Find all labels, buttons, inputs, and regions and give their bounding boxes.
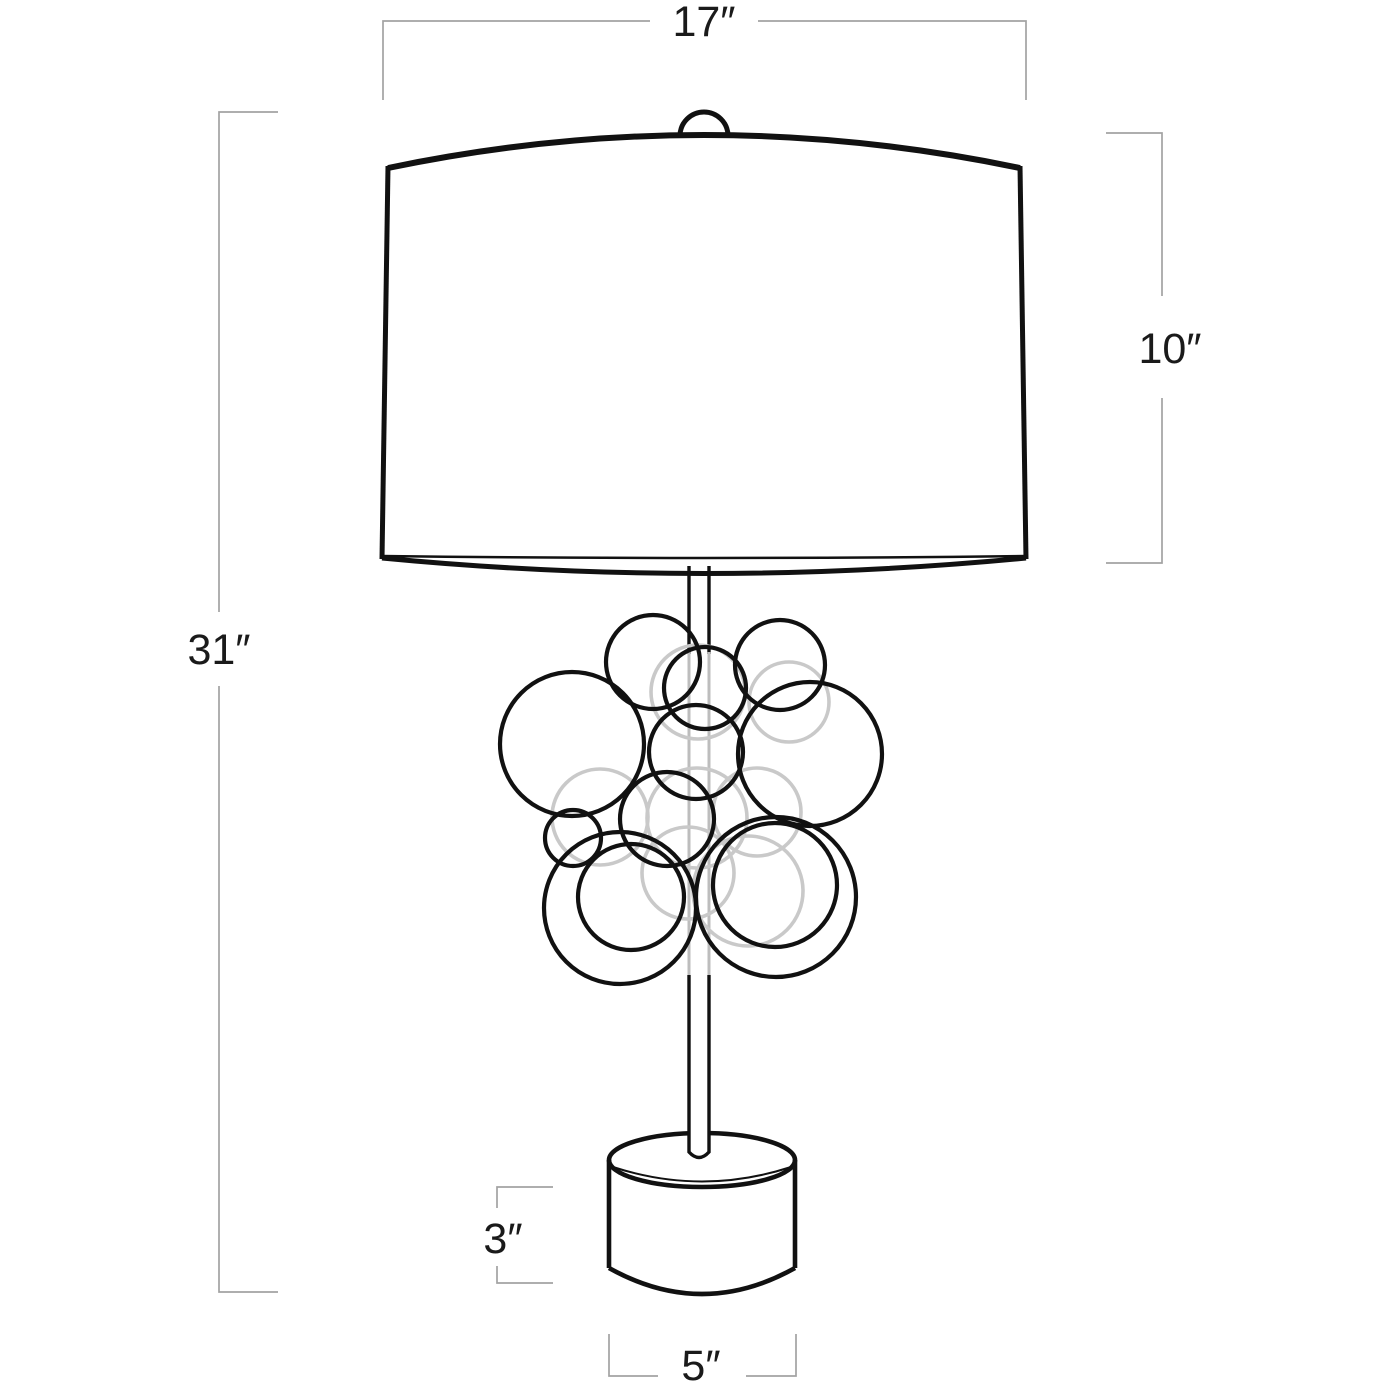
glass-bubble-black [617, 769, 717, 869]
base-width-label: 5″ [681, 1342, 720, 1390]
shade-width-label-bg [650, 0, 758, 46]
shade-left-edge [379, 165, 391, 560]
overall-height-label: 31″ [187, 626, 250, 674]
base-width-label-bg [658, 1336, 746, 1390]
base-height-label-bg [475, 1208, 531, 1266]
shade-right-edge [1017, 165, 1029, 560]
overall-height-label-bg [176, 612, 262, 686]
finial-icon [677, 109, 731, 137]
dimension-overall-height: 31″ [176, 111, 278, 1293]
glass-bubble-gray [747, 660, 831, 744]
glass-bubble-black [735, 679, 885, 829]
dimension-shade-height: 10″ [1106, 132, 1216, 564]
shade-bottom-back-rim [381, 554, 1027, 560]
shade-width-label: 17″ [672, 0, 735, 46]
shade-bottom-front-rim [381, 555, 1027, 576]
shade-height-label: 10″ [1138, 325, 1201, 373]
glass-bubble-black [661, 644, 749, 732]
dimension-base-width: 5″ [608, 1334, 797, 1390]
base-bottom-edge [607, 1265, 797, 1297]
base-height-label: 3″ [483, 1215, 522, 1263]
bubble-cluster [497, 612, 885, 987]
glass-bubble-black [693, 814, 859, 980]
glass-bubble-black [710, 820, 840, 950]
glass-bubble-gray [640, 825, 736, 921]
glass-bubble-gray [711, 766, 803, 858]
rod-upper [687, 566, 711, 654]
glass-bubble-black [542, 807, 604, 869]
glass-bubble-black [497, 669, 647, 819]
base-inner-rim [612, 1166, 792, 1183]
rod-lower [687, 975, 711, 1160]
base [606, 1130, 798, 1297]
glass-bubble-black [603, 612, 703, 712]
overall-height-bracket [218, 111, 278, 1293]
glass-bubble-black [732, 617, 828, 713]
glass-bubble-black [541, 829, 699, 987]
shade-height-label-bg [1124, 296, 1216, 398]
glass-bubble-black [646, 702, 746, 802]
glass-bubble-black [575, 841, 687, 953]
dimension-shade-width: 17″ [382, 0, 1027, 100]
shade-top-edge [387, 132, 1021, 171]
lamp-shade [379, 109, 1029, 576]
dimension-base-height: 3″ [475, 1186, 553, 1284]
